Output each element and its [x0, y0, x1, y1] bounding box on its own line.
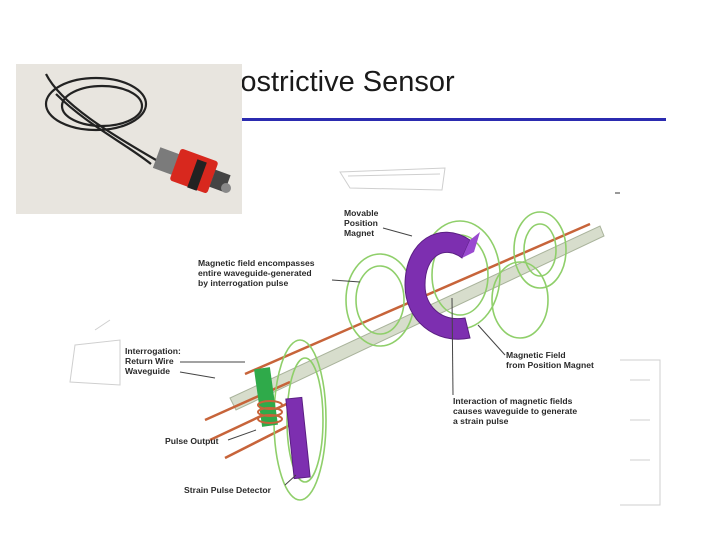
sensor-photo-icon: [16, 64, 242, 214]
label-interaction: Interaction of magnetic fields causes wa…: [453, 396, 578, 426]
label-pulse-output: Pulse Output: [165, 436, 219, 446]
label-strain-detector: Strain Pulse Detector: [184, 485, 271, 495]
sensor-photo: [16, 64, 242, 214]
strain-detector-block: [285, 396, 311, 480]
position-magnet: [404, 231, 480, 340]
leader-lines: [179, 227, 506, 486]
pulse-output-block: [254, 367, 278, 427]
label-interrogation: Interrogation: Return Wire Waveguide: [125, 346, 181, 376]
title-underline: [238, 118, 666, 121]
label-movable-magnet: Movable Position Magnet: [344, 208, 379, 238]
label-field-from-magnet: Magnetic Field from Position Magnet: [506, 350, 594, 370]
slide-title: netostrictive Sensor: [200, 66, 455, 98]
pickup-coil: [257, 400, 283, 424]
label-magnetic-field: Magnetic field encompasses entire wavegu…: [198, 258, 315, 288]
background-sketch: [69, 167, 661, 506]
